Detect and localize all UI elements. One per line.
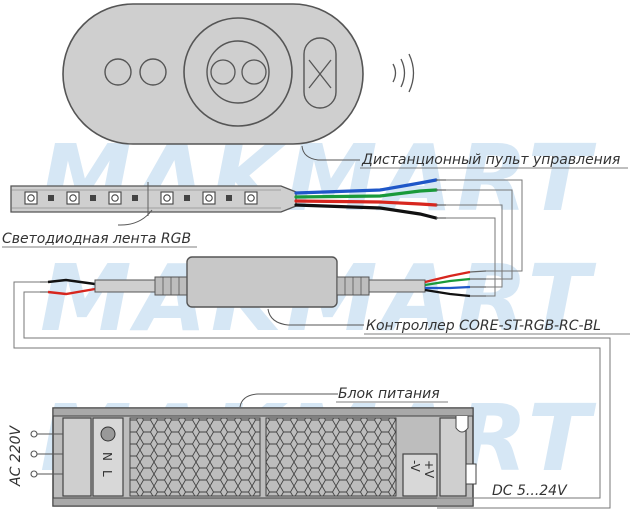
wire-green (294, 188, 438, 199)
remote-leader-line (301, 145, 360, 161)
wire-black (294, 203, 438, 220)
power-supply-label: Блок питания (338, 386, 440, 402)
signal-waves-icon (392, 53, 415, 93)
controller-input-cable (94, 279, 158, 293)
remote-ring-inner (206, 40, 270, 104)
psu-mount-tab (465, 463, 477, 485)
wire-blue (294, 178, 438, 195)
controller-body (186, 256, 338, 308)
psu-terminal-v-plus: +V (422, 460, 436, 479)
remote-button-left (104, 58, 132, 86)
remote-button-second (139, 58, 167, 86)
psu-bottom-flange (52, 497, 474, 507)
ac-input-terminals (30, 430, 63, 478)
wire-red (294, 199, 438, 207)
led-chips (24, 191, 258, 205)
strip-wire-tips (436, 179, 446, 219)
psu-to-controller-line-2 (23, 291, 611, 509)
controller-output-cable (368, 279, 426, 293)
controller-output-wires (424, 270, 471, 298)
remote-control: Дистанционный пульт управления (62, 3, 628, 169)
remote-center-right-button (241, 59, 267, 85)
psu-vent-1 (129, 417, 261, 497)
psu-right-terminal-block (402, 453, 438, 497)
psu-leader-line (239, 393, 338, 408)
psu-to-controller-line-1 (13, 281, 601, 499)
ground-icon (100, 426, 116, 442)
psu-right-cover (439, 417, 467, 497)
controller-leader-line (267, 308, 364, 326)
psu-terminal-n: N (100, 452, 114, 461)
strip-leader-line (117, 209, 153, 226)
controller: Контроллер CORE-ST-RGB-RC-BL (40, 256, 630, 335)
dc-output-label: DC 5...24V (492, 483, 568, 499)
controller-input-wire-black (47, 278, 96, 286)
remote-slider-cross-b (308, 59, 332, 89)
led-strip: Светодиодная лента RGB (2, 178, 446, 248)
remote-body (62, 3, 364, 145)
power-supply: N L -V +V AC 220V DC 5...24V Блок питани… (8, 281, 611, 509)
strip-to-controller-lines (446, 179, 523, 297)
controller-label: Контроллер CORE-ST-RGB-RC-BL (366, 318, 601, 334)
psu-vent-2 (265, 417, 397, 497)
remote-slider (303, 37, 337, 109)
remote-label: Дистанционный пульт управления (361, 152, 620, 168)
psu-top-flange (52, 407, 474, 417)
psu-left-terminal-cover (62, 417, 92, 497)
remote-center-left-button (210, 59, 236, 85)
strip-wires (294, 178, 438, 220)
remote-ring-outer (183, 17, 293, 127)
ac-input-label: AC 220V (8, 424, 24, 487)
psu-terminal-v-minus: -V (408, 460, 422, 473)
controller-input-wire-red (47, 287, 96, 296)
strip-label: Светодиодная лента RGB (2, 231, 191, 247)
led-resistors (48, 195, 232, 201)
psu-terminal-l: L (100, 470, 114, 477)
psu-mount-notch (455, 416, 469, 433)
